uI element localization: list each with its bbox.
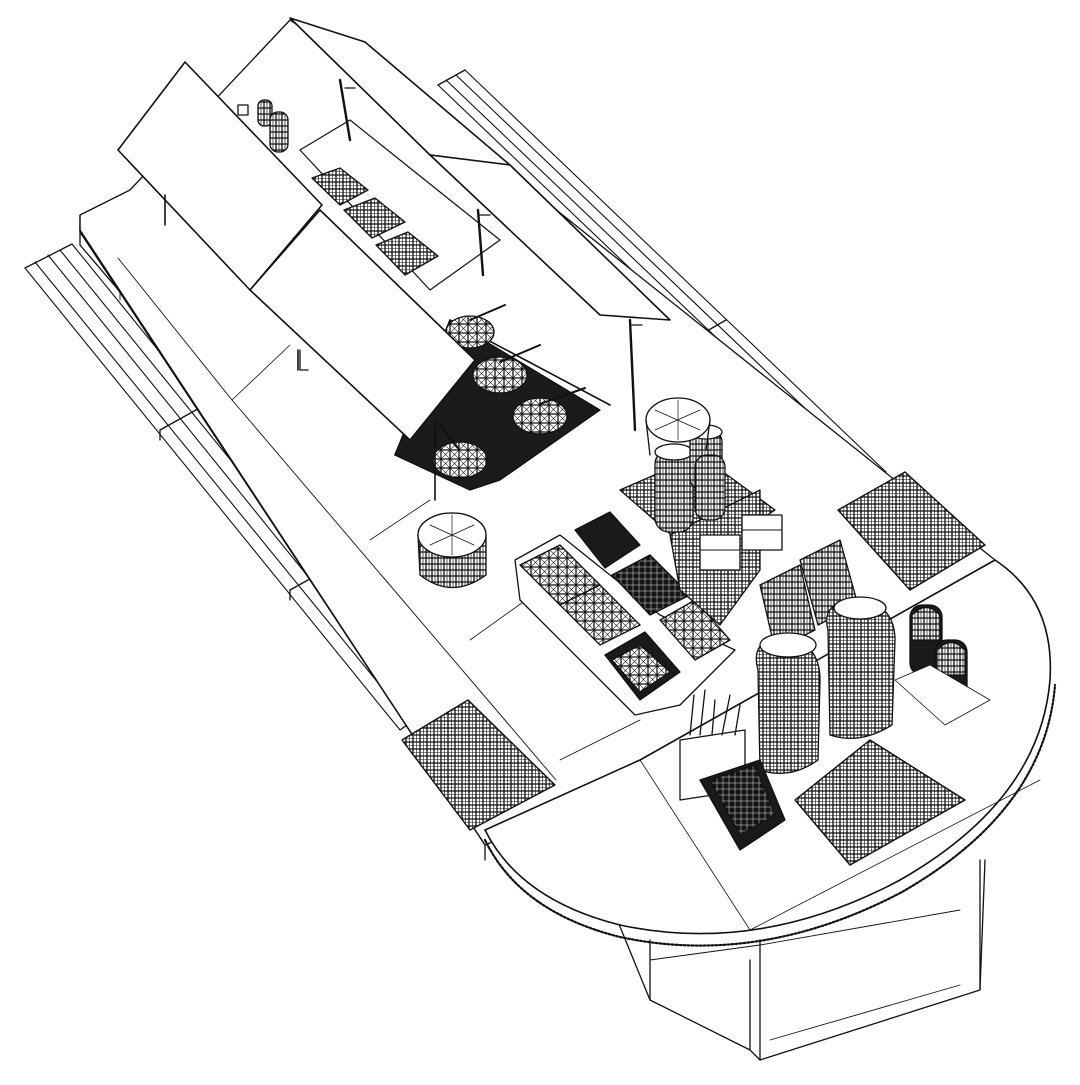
soup-bowl-2 — [472, 344, 541, 394]
pan-insert-2 — [343, 197, 406, 239]
tray-pad-left — [401, 699, 556, 831]
utensil-caddy — [679, 689, 786, 851]
dispenser-1 — [909, 604, 943, 676]
airpot-2 — [826, 596, 896, 739]
condiment-bottles — [237, 99, 289, 153]
counter-top-edge — [79, 214, 486, 861]
soup-bowl-4 — [432, 424, 488, 479]
tray-slide-left — [24, 243, 443, 731]
airpot-1 — [755, 632, 821, 774]
soup-bowl-3 — [512, 387, 586, 435]
sneeze-guard-left — [117, 61, 476, 501]
canister-1 — [654, 443, 694, 533]
pan-insert-1 — [311, 167, 369, 206]
dispenser-tray — [894, 664, 991, 726]
pan-insert-3 — [375, 231, 439, 276]
sneeze-guard-right — [289, 17, 671, 432]
canister-3 — [694, 454, 726, 521]
tray-pad-right — [837, 471, 986, 591]
bread-crates — [514, 511, 736, 716]
tray-pad-round — [794, 739, 966, 866]
round-cup-dispenser — [645, 397, 711, 456]
cup-stack — [417, 512, 487, 588]
